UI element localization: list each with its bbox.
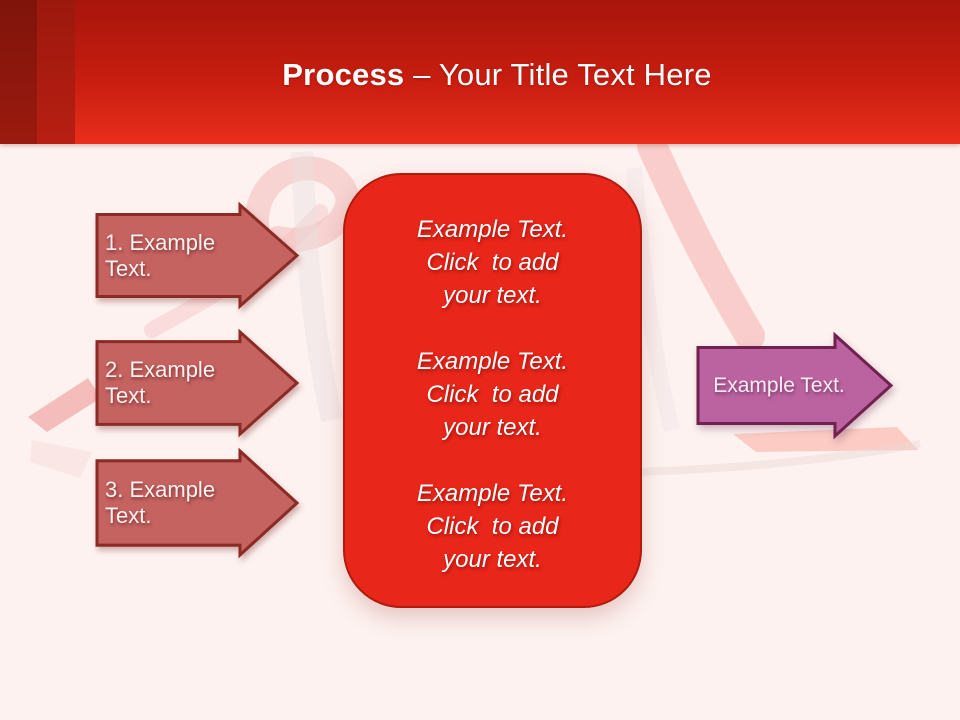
header-accent-stripe-dark <box>0 0 37 144</box>
process-step-arrow-3[interactable]: 3. Example Text. <box>95 447 300 559</box>
description-line: your text. <box>443 414 542 441</box>
slide-title: Process – Your Title Text Here <box>0 0 960 144</box>
description-block-2: Example Text. Click to add your text. <box>345 345 640 444</box>
description-line: Example Text. <box>416 480 569 507</box>
arrow-polygon <box>696 331 894 440</box>
description-line: Example Text. <box>416 216 569 243</box>
description-line: Example Text. <box>416 348 569 375</box>
arrow-polygon <box>95 201 300 310</box>
ribbon-swirl-faint <box>639 440 921 476</box>
step-3-label: 3. Example Text. <box>105 477 221 528</box>
description-block-3: Example Text. Click to add your text. <box>345 477 640 576</box>
process-description-box[interactable]: Example Text. Click to add your text. Ex… <box>343 173 642 608</box>
arrow-right-shape <box>95 201 300 310</box>
result-arrow[interactable]: Example Text. <box>696 331 894 440</box>
step-1-label: 1. Example Text. <box>105 229 221 281</box>
ribbon-end-left-reflection <box>30 440 92 478</box>
description-text: Example Text. Click to add your text. Ex… <box>345 175 640 606</box>
slide-title-subtitle: – Your Title Text Here <box>404 57 712 92</box>
ribbon-end-left <box>28 378 101 432</box>
arrow-polygon <box>95 447 300 559</box>
arrow-right-shape <box>95 447 300 559</box>
process-step-arrow-2[interactable]: 2. Example Text. <box>95 328 300 438</box>
header-accent-stripe-mid <box>37 0 75 144</box>
step-2-label: 2. Example Text. <box>105 357 221 408</box>
result-arrow-label: Example Text. <box>713 373 845 397</box>
arrow-right-shape <box>696 331 894 440</box>
ribbon-band-right <box>637 131 765 351</box>
description-line: Click to add <box>426 381 559 408</box>
description-line: your text. <box>443 546 542 573</box>
process-step-arrow-1[interactable]: 1. Example Text. <box>95 201 300 310</box>
slide-header: Process – Your Title Text Here <box>0 0 960 144</box>
description-line: your text. <box>443 282 542 309</box>
description-line: Click to add <box>426 249 559 276</box>
ribbon-white-band-left <box>291 151 343 423</box>
slide-title-keyword: Process <box>282 57 405 92</box>
description-block-1: Example Text. Click to add your text. <box>345 213 640 312</box>
description-line: Click to add <box>426 513 559 540</box>
arrow-polygon <box>95 328 300 438</box>
arrow-right-shape <box>95 328 300 438</box>
